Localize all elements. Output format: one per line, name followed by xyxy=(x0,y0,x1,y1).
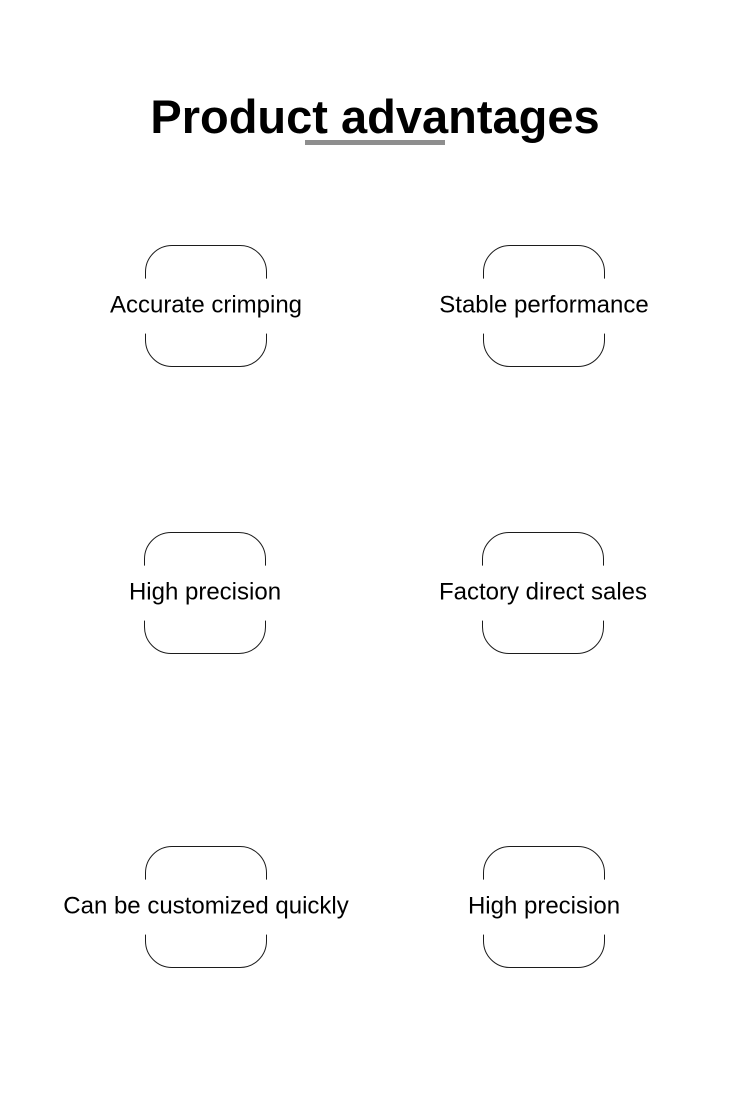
feature-label: High precision xyxy=(458,879,630,935)
page-title: Product advantages xyxy=(150,90,600,144)
feature-item-accurate-crimping: Accurate crimping xyxy=(100,245,312,367)
feature-label: Stable performance xyxy=(430,278,658,334)
feature-label: Can be customized quickly xyxy=(54,879,358,935)
title-divider xyxy=(305,140,445,145)
feature-item-stable-performance: Stable performance xyxy=(430,245,658,367)
feature-item-high-precision-2: High precision xyxy=(458,846,630,968)
feature-item-factory-direct-sales: Factory direct sales xyxy=(429,532,657,654)
feature-label: High precision xyxy=(119,565,291,621)
feature-label: Accurate crimping xyxy=(100,278,312,334)
feature-item-customized-quickly: Can be customized quickly xyxy=(54,846,358,968)
feature-item-high-precision-1: High precision xyxy=(119,532,291,654)
feature-label: Factory direct sales xyxy=(429,565,657,621)
